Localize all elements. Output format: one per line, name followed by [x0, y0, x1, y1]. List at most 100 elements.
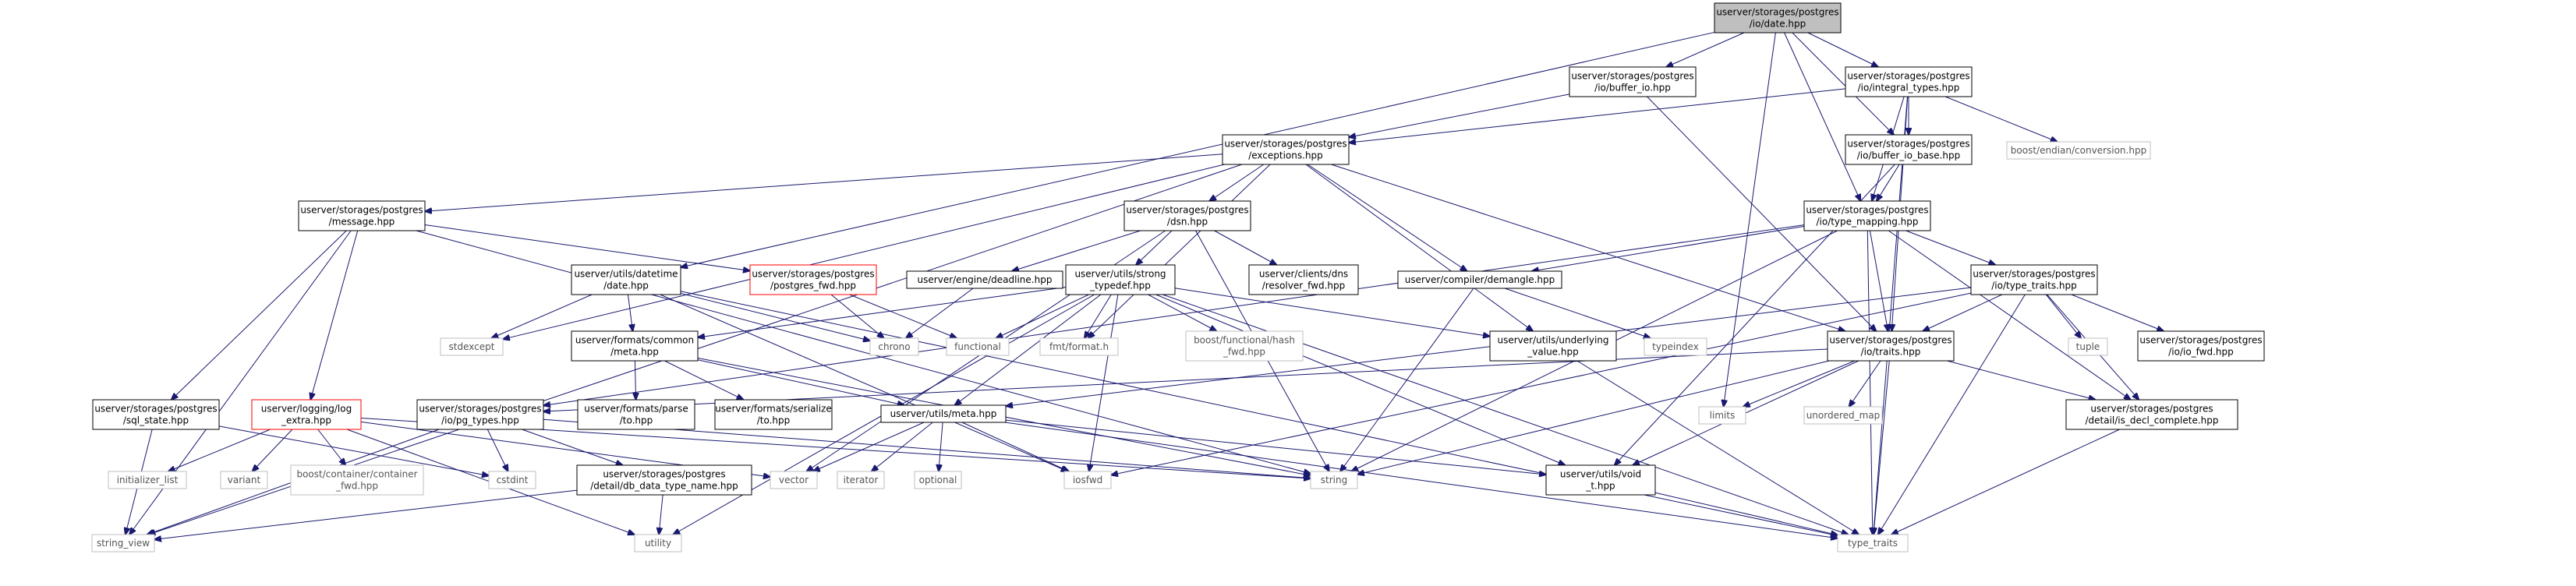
node-box: [1063, 471, 1112, 489]
edge-dsn-to-strong_typedef: [1136, 230, 1173, 265]
node-integral_types[interactable]: userver/storages/postgres/io/integral_ty…: [1845, 66, 1973, 97]
node-label: /to.hpp: [757, 415, 791, 426]
edge-utils_meta-to-iosfwd: [961, 422, 1069, 471]
node-box: [220, 471, 268, 489]
node-strong_typedef[interactable]: userver/utils/strong_typedef.hpp: [1065, 264, 1176, 295]
node-underlying_value[interactable]: userver/utils/underlying_value.hpp: [1489, 330, 1617, 362]
node-formats_meta[interactable]: userver/formats/common/meta.hpp: [571, 330, 699, 362]
node-utility: utility: [634, 534, 682, 552]
node-box: [251, 399, 362, 430]
node-label: /io/date.hpp: [1750, 19, 1806, 30]
node-box: [946, 337, 1010, 356]
node-box: [906, 270, 1063, 289]
edge-underlying_value-to-std_type_traits: [1576, 360, 1859, 535]
node-box: [749, 264, 877, 295]
edge-type_mapping-to-traits: [1869, 230, 1888, 331]
nodes-layer: userver/storages/postgres/io/date.hppuse…: [91, 2, 2265, 552]
node-label: userver/storages/postgres: [1847, 71, 1969, 82]
node-is_decl_complete[interactable]: userver/storages/postgres/detail/is_decl…: [2065, 399, 2238, 430]
edge-exceptions-to-dsn: [1209, 164, 1265, 201]
node-datetime_date[interactable]: userver/utils/datetime/date.hpp: [571, 264, 681, 295]
edge-log_extra-to-variant: [252, 429, 293, 471]
node-type_traits_pg[interactable]: userver/storages/postgres/io/type_traits…: [1970, 264, 2098, 295]
node-box: [488, 471, 536, 489]
node-box: [2137, 330, 2265, 362]
node-traits[interactable]: userver/storages/postgres/io/traits.hpp: [1827, 330, 1955, 362]
node-box: [634, 534, 682, 552]
node-pg_types[interactable]: userver/storages/postgres/io/pg_types.hp…: [416, 399, 544, 430]
node-demangle[interactable]: userver/compiler/demangle.hpp: [1397, 270, 1562, 289]
node-label: initializer_list: [117, 475, 179, 485]
edge-demangle-to-string: [1340, 288, 1474, 471]
edge-exceptions-to-demangle: [1307, 164, 1467, 271]
node-label: unordered_map: [1806, 410, 1881, 421]
edge-root-to-integral_types: [1807, 32, 1878, 67]
node-box: [108, 471, 187, 489]
node-label: userver/storages/postgres: [1973, 269, 2095, 280]
node-label: _value.hpp: [1527, 347, 1578, 358]
edge-datetime_date-to-formats_meta: [627, 294, 632, 331]
node-formats_parse[interactable]: userver/formats/parse/to.hpp: [577, 399, 695, 430]
node-label: _typedef.hpp: [1089, 281, 1151, 291]
edge-strong_typedef-to-functional: [996, 294, 1089, 338]
node-box: [770, 471, 818, 489]
edge-postgres_fwd-to-functional: [849, 294, 957, 338]
node-label: /postgres_fwd.hpp: [770, 281, 856, 291]
node-type_mapping[interactable]: userver/storages/postgres/io/type_mappin…: [1803, 200, 1931, 231]
node-formats_serialize[interactable]: userver/formats/serialize/to.hpp: [714, 399, 833, 430]
node-dns_resolver[interactable]: userver/clients/dns/resolver_fwd.hpp: [1248, 264, 1359, 295]
node-message[interactable]: userver/storages/postgres/message.hpp: [298, 200, 426, 231]
node-box: [576, 464, 752, 496]
node-label: limits: [1710, 410, 1736, 421]
node-label: _t.hpp: [1585, 481, 1615, 492]
node-box: [2065, 399, 2238, 430]
node-void_t[interactable]: userver/utils/void_t.hpp: [1545, 464, 1656, 496]
node-box: [1569, 66, 1697, 97]
edge-type_mapping-to-std_type_traits: [1867, 230, 1873, 535]
node-buffer_io_base[interactable]: userver/storages/postgres/io/buffer_io_b…: [1845, 134, 1973, 165]
edge-type_traits_pg-to-std_type_traits: [1878, 294, 2026, 535]
node-dsn[interactable]: userver/storages/postgres/dsn.hpp: [1123, 200, 1251, 231]
node-label: _fwd.hpp: [335, 481, 378, 492]
node-label: /detail/db_data_type_name.hpp: [590, 481, 738, 492]
node-label: variant: [228, 475, 261, 485]
node-label: userver/utils/datetime: [574, 269, 678, 280]
node-box: [1644, 337, 1707, 356]
node-label: /sql_state.hpp: [123, 415, 189, 426]
node-optional: optional: [914, 471, 962, 489]
node-postgres_fwd[interactable]: userver/storages/postgres/postgres_fwd.h…: [749, 264, 877, 295]
node-box: [2006, 141, 2151, 160]
node-label: userver/clients/dns: [1259, 269, 1348, 280]
node-label: userver/storages/postgres: [1126, 205, 1248, 216]
node-utils_meta[interactable]: userver/utils/meta.hpp: [880, 404, 1007, 423]
node-box: [914, 471, 962, 489]
node-buffer_io[interactable]: userver/storages/postgres/io/buffer_io.h…: [1569, 66, 1697, 97]
node-label: /io/buffer_io_base.hpp: [1857, 150, 1961, 161]
node-variant: variant: [220, 471, 268, 489]
node-box: [1845, 66, 1973, 97]
edge-root-to-buffer_io: [1666, 32, 1745, 67]
node-cstdint: cstdint: [488, 471, 536, 489]
edge-log_extra-to-boost_container: [317, 429, 346, 465]
node-label: userver/storages/postgres: [419, 404, 541, 415]
edge-strong_typedef-to-boost_hash: [1148, 294, 1217, 331]
node-exceptions[interactable]: userver/storages/postgres/exceptions.hpp: [1222, 134, 1350, 165]
node-label: /detail/is_decl_complete.hpp: [2085, 415, 2218, 426]
node-label: /io/io_fwd.hpp: [2168, 347, 2234, 358]
node-deadline[interactable]: userver/engine/deadline.hpp: [906, 270, 1063, 289]
node-root[interactable]: userver/storages/postgres/io/date.hpp: [1714, 2, 1842, 34]
node-box: [880, 404, 1007, 423]
edge-dsn-to-dns_resolver: [1214, 230, 1277, 265]
node-log_extra[interactable]: userver/logging/log_extra.hpp: [251, 399, 362, 430]
edge-integral_types-to-std_type_traits: [1874, 96, 1909, 535]
edge-traits-to-limits: [1743, 360, 1856, 407]
edge-traits-to-is_decl_complete: [1947, 360, 2095, 400]
node-db_data_type_name[interactable]: userver/storages/postgres/detail/db_data…: [576, 464, 752, 496]
node-io_fwd[interactable]: userver/storages/postgres/io/io_fwd.hpp: [2137, 330, 2265, 362]
edge-root-to-buffer_io_base: [1792, 32, 1894, 135]
node-box: [714, 399, 833, 430]
node-label: userver/compiler/demangle.hpp: [1405, 274, 1555, 285]
node-label: chrono: [878, 341, 910, 352]
node-limits: limits: [1698, 406, 1746, 425]
node-sql_state[interactable]: userver/storages/postgres/sql_state.hpp: [92, 399, 220, 430]
